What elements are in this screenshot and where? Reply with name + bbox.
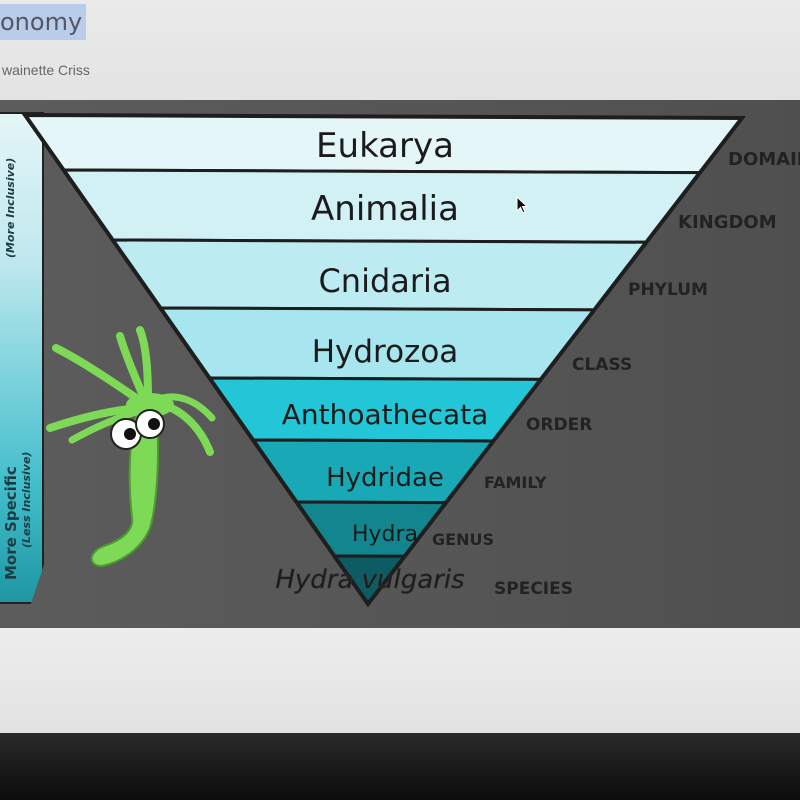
rank-label-order: ORDER <box>526 415 592 435</box>
level-name-kingdom: Animalia <box>311 189 459 229</box>
rank-label-phylum: PHYLUM <box>628 280 708 300</box>
hydra-mascot <box>46 326 216 568</box>
level-name-family: Hydridae <box>326 463 444 493</box>
level-name-species: Hydra vulgaris <box>275 565 464 595</box>
rank-label-species: SPECIES <box>494 579 573 599</box>
level-name-order: Anthoathecata <box>282 398 489 431</box>
level-name-genus: Hydra <box>352 522 418 547</box>
author-name: wainette Criss <box>2 62 90 78</box>
page-title: onomy <box>0 4 87 40</box>
level-name-class: Hydrozoa <box>312 334 459 370</box>
level-name-domain: Eukarya <box>316 126 454 166</box>
page-lower-area <box>0 628 800 733</box>
rank-label-genus: GENUS <box>432 530 494 549</box>
level-name-phylum: Cnidaria <box>318 262 451 300</box>
rank-label-domain: DOMAIN <box>728 149 800 170</box>
page-header: onomy wainette Criss <box>0 0 800 100</box>
rank-label-class: CLASS <box>572 355 632 375</box>
cursor-arrow-icon <box>516 196 529 214</box>
rank-label-kingdom: KINGDOM <box>678 212 777 233</box>
monitor-bezel <box>0 733 800 800</box>
rank-label-family: FAMILY <box>484 473 547 492</box>
pyramid-outline <box>21 112 747 608</box>
pyramid-bands <box>22 113 746 607</box>
